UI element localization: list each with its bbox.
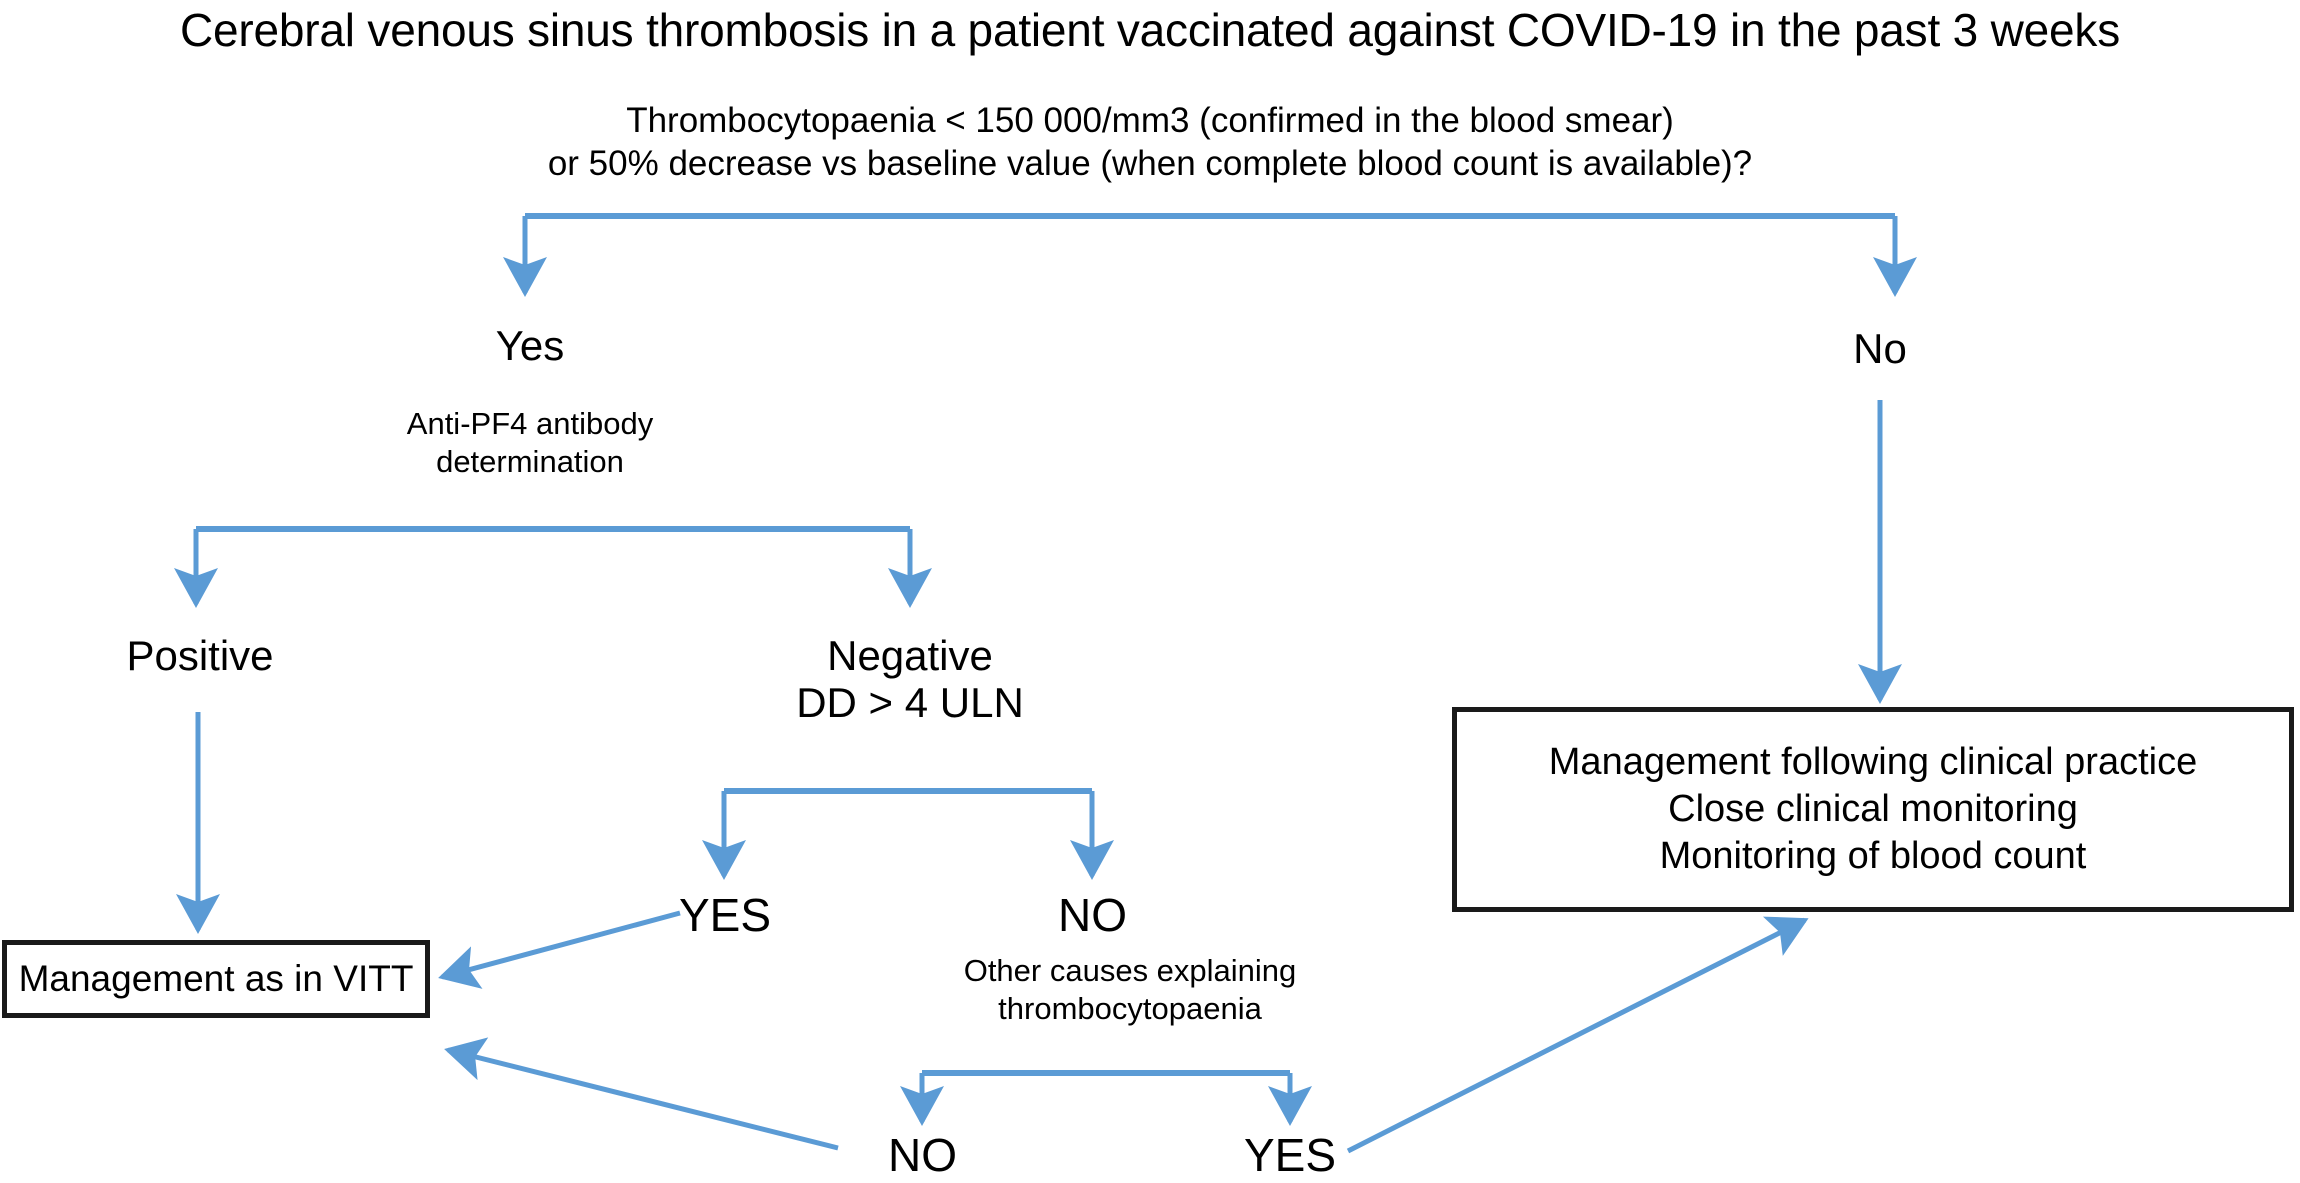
dd-branch-yes: YES	[678, 889, 772, 941]
connector-root-split	[503, 213, 1917, 298]
connector-otheryes-to-clinical-box	[1346, 916, 1809, 1154]
branch-label-yes: Yes	[495, 322, 565, 369]
other-causes-label: Other causes explaining thrombocytopaeni…	[963, 953, 1297, 1026]
connector-dd-split	[702, 788, 1114, 881]
other-causes-branch-yes: YES	[1243, 1129, 1337, 1181]
result-positive-label: Positive	[126, 632, 274, 679]
outcome-box-clinical-practice-text: Management following clinical practice C…	[1548, 740, 2198, 878]
anti-pf4-test-label: Anti-PF4 antibody determination	[406, 406, 654, 479]
dd-branch-no: NO	[1058, 889, 1127, 941]
page-title: Cerebral venous sinus thrombosis in a pa…	[180, 4, 2120, 56]
connector-otherno-to-vitt-box	[444, 1037, 839, 1151]
other-causes-branch-no: NO	[888, 1129, 957, 1181]
root-question: Thrombocytopaenia < 150 000/mm3 (confirm…	[547, 101, 1753, 183]
outcome-box-vitt-text: Management as in VITT	[18, 958, 414, 1000]
outcome-box-vitt: Management as in VITT	[2, 940, 430, 1018]
connector-othercauses-split	[900, 1070, 1312, 1127]
branch-label-no: No	[1853, 325, 1907, 372]
connector-antipf4-split	[174, 526, 932, 609]
result-negative-label: Negative DD > 4 ULN	[796, 632, 1024, 727]
outcome-box-clinical-practice: Management following clinical practice C…	[1452, 707, 2294, 912]
